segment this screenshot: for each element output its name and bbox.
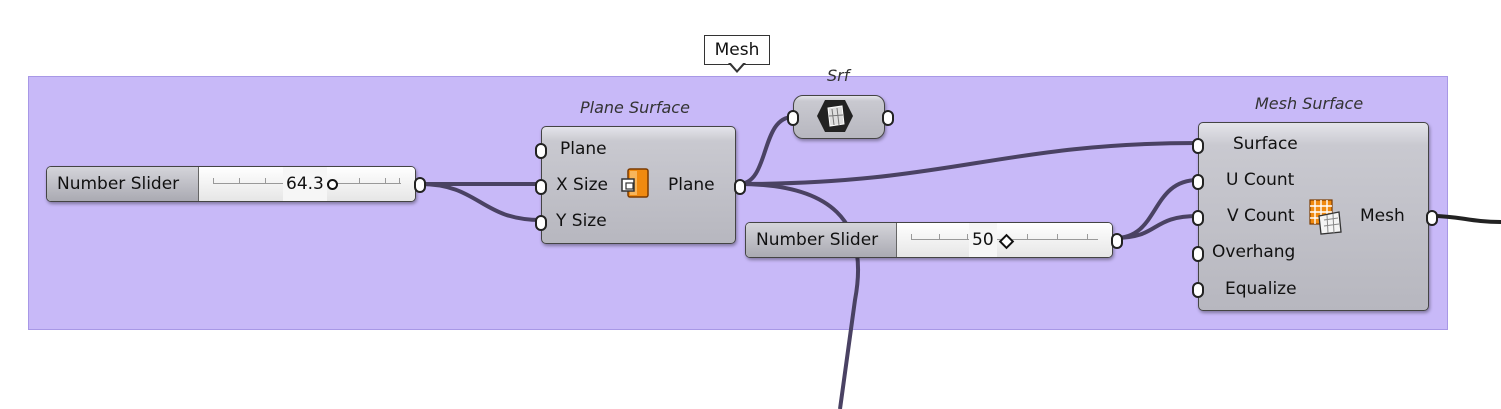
plane-surface-caption: Plane Surface [580, 98, 690, 117]
slider-b-name: Number Slider [746, 223, 897, 257]
mesh-surface-icon [1309, 199, 1342, 235]
ysize-input-label: Y Size [556, 211, 607, 231]
slider-b-knob[interactable] [998, 233, 1015, 250]
plane-input-grip[interactable] [535, 143, 547, 159]
equalize-input-label: Equalize [1225, 279, 1297, 299]
slider-b-track[interactable]: 50 [897, 223, 1112, 257]
number-slider-b[interactable]: Number Slider 50 [745, 222, 1113, 258]
slider-a-tick [385, 178, 386, 183]
plane-surface-icon [621, 168, 649, 198]
slider-a-track[interactable]: 64.3 [199, 167, 415, 201]
slider-b-tick [1087, 234, 1088, 239]
surface-input-label: Surface [1233, 134, 1298, 154]
xsize-input-grip[interactable] [535, 179, 547, 195]
slider-a-tick [213, 178, 214, 183]
xsize-input-label: X Size [556, 175, 608, 195]
srf-input-grip[interactable] [787, 110, 799, 126]
vcount-input-label: V Count [1227, 206, 1295, 226]
slider-a-tick [265, 178, 266, 183]
vcount-input-grip[interactable] [1192, 210, 1204, 226]
surface-input-grip[interactable] [1192, 138, 1204, 154]
ucount-input-label: U Count [1226, 170, 1295, 190]
slider-b-tick [939, 234, 940, 239]
slider-a-tick [399, 178, 400, 183]
ysize-input-grip[interactable] [535, 215, 547, 231]
slider-b-tick [967, 234, 968, 239]
mesh-output-label: Mesh [1360, 206, 1405, 226]
slider-a-tick [239, 178, 240, 183]
surface-param-icon [817, 100, 853, 132]
srf-caption: Srf [827, 66, 850, 85]
slider-a-knob[interactable] [327, 179, 338, 190]
slider-b-tick [1027, 234, 1028, 239]
overhang-input-label: Overhang [1212, 242, 1296, 262]
srf-output-grip[interactable] [882, 110, 894, 126]
overhang-input-grip[interactable] [1192, 246, 1204, 262]
slider-b-output-grip[interactable] [1111, 233, 1123, 249]
slider-a-tick [359, 178, 360, 183]
ucount-input-grip[interactable] [1192, 174, 1204, 190]
slider-b-tick [1057, 234, 1058, 239]
group-label-pointer-inner [730, 62, 744, 70]
mesh-output-grip[interactable] [1426, 210, 1438, 226]
equalize-input-grip[interactable] [1192, 282, 1204, 298]
plane-input-label: Plane [560, 139, 607, 159]
group-label: Mesh [704, 35, 770, 65]
slider-a-name: Number Slider [47, 167, 199, 201]
slider-b-value: 50 [969, 223, 997, 257]
number-slider-a[interactable]: Number Slider 64.3 [46, 166, 416, 202]
plane-output-grip[interactable] [734, 179, 746, 195]
slider-b-tick [911, 234, 912, 239]
slider-a-output-grip[interactable] [414, 177, 426, 193]
slider-a-value: 64.3 [283, 167, 327, 201]
mesh-surface-caption: Mesh Surface [1255, 94, 1364, 113]
plane-output-label: Plane [668, 175, 715, 195]
